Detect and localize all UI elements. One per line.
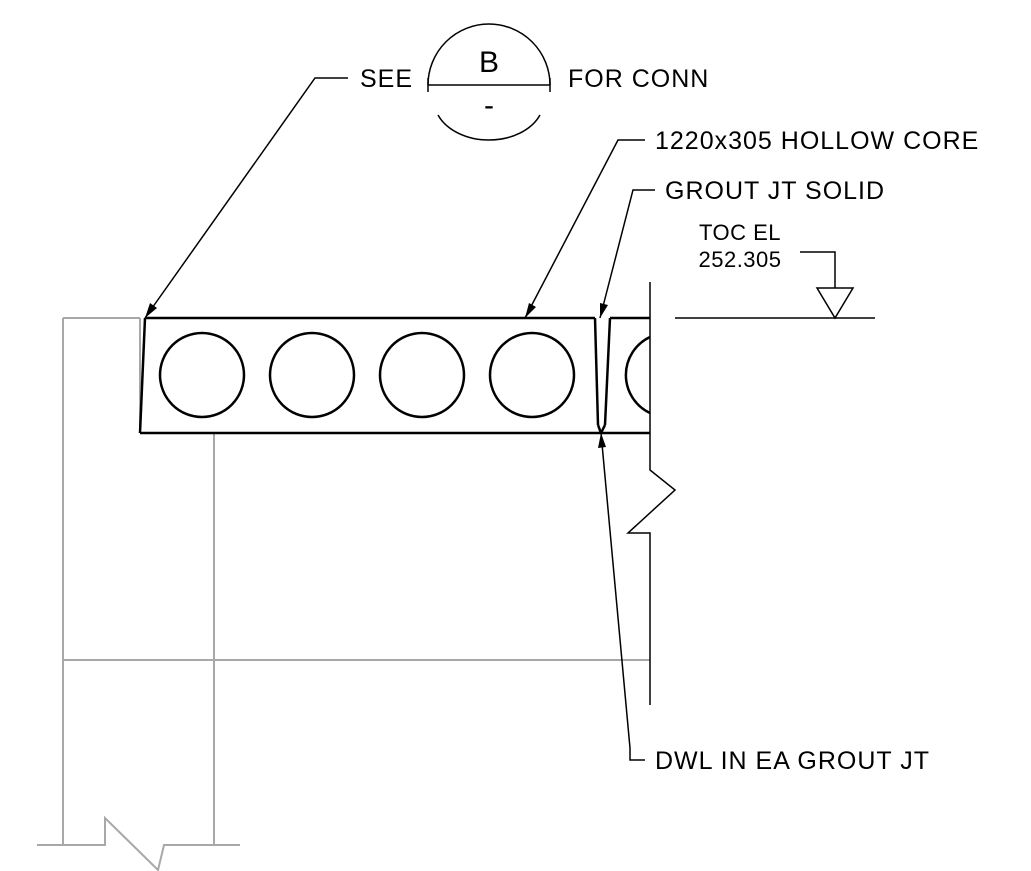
grout-joint-label: GROUT JT SOLID	[665, 177, 885, 205]
elevation-triangle-icon	[815, 287, 855, 320]
break-line-bottom	[37, 815, 240, 871]
dowel-label: DWL IN EA GROUT JT	[655, 747, 930, 775]
detail-callout-bubble: B -	[427, 23, 551, 141]
elevation-leader	[800, 251, 836, 288]
core-void-1	[158, 331, 246, 419]
detail-id: B	[479, 46, 499, 79]
for-conn-label: FOR CONN	[568, 65, 709, 93]
hollow-core-plank	[138, 316, 650, 435]
support-structure	[37, 317, 650, 871]
arrowhead-grout-joint	[600, 303, 608, 318]
see-label: SEE	[360, 65, 413, 93]
leader-hollow-core	[524, 139, 645, 319]
toc-label-line2: 252.305	[698, 247, 781, 272]
leaders	[144, 77, 655, 761]
grout-joint-right-tip	[599, 424, 607, 434]
toc-label-line1: TOC EL	[699, 220, 781, 245]
core-void-4	[488, 331, 576, 419]
bubble-upper-arc	[427, 23, 551, 86]
grout-joint-right-face	[603, 317, 612, 426]
leader-grout-joint	[599, 189, 655, 319]
bubble-lower-arc	[437, 114, 541, 141]
sheet-ref: -	[484, 89, 494, 122]
arrowhead-dowel	[598, 433, 606, 448]
core-void-2	[268, 331, 356, 419]
core-void-3	[378, 331, 466, 419]
adjacent-core-void	[624, 335, 651, 415]
plank-end-left	[138, 317, 147, 434]
arrowhead-hollow-core	[525, 303, 536, 318]
leader-see-conn	[144, 77, 348, 319]
arrowhead-see-conn	[145, 303, 157, 318]
hollow-core-label: 1220x305 HOLLOW CORE	[655, 127, 979, 155]
adjacent-plank	[610, 316, 651, 415]
elevation-marker: TOC EL 252.305	[675, 220, 875, 320]
leader-dowel	[600, 432, 645, 761]
grout-joint-left-face	[593, 317, 600, 426]
break-line-right	[626, 282, 677, 705]
grout-joint	[593, 317, 612, 434]
